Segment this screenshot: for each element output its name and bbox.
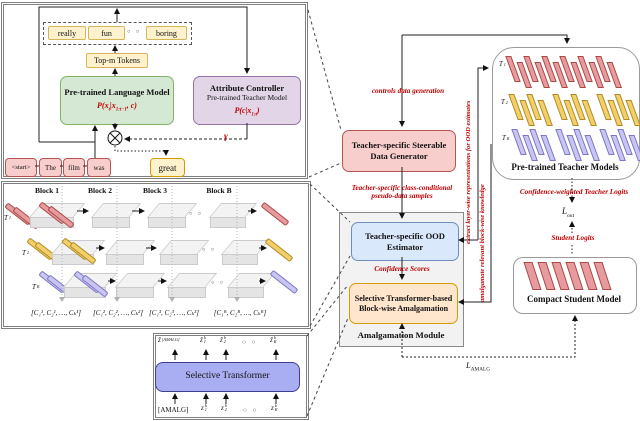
- block-label: Block 3: [143, 186, 167, 195]
- plm-formula: P(xt|x1:t−1, c): [97, 100, 137, 113]
- token-text: boring: [156, 28, 177, 38]
- ellipsis-dots: ○ ○: [189, 211, 204, 217]
- class-set-label: [C₁², C₂², …, Cₖ²]: [93, 309, 143, 317]
- amalgamation-module-label: Amalgamation Module: [357, 330, 445, 340]
- block-label: Block 2: [88, 186, 112, 195]
- teacher-block: [166, 273, 218, 299]
- amalg-output-label: ẑ[AMALG]: [158, 336, 180, 344]
- token-text: film: [68, 163, 80, 172]
- teacher-block: [226, 273, 276, 299]
- top-m-tokens-box: Top-m Tokens: [86, 53, 148, 68]
- ellipsis-dots: ○ ○: [127, 29, 142, 35]
- teacher-block: [208, 203, 258, 229]
- teacher-1-layer-stack: [505, 56, 622, 88]
- plm-title: Pre-trained Language Model: [64, 87, 170, 98]
- teacher-block: [220, 240, 270, 266]
- class-set-label: [C₁³, C₂³, …, Cₖ³]: [149, 309, 199, 317]
- l-out-label: Lout: [562, 206, 575, 219]
- input-token-chip: was: [87, 158, 111, 177]
- teacher-block: [146, 203, 198, 229]
- blockwise-amalgamation-box: Selective Transformer-based Block-wise A…: [349, 283, 458, 324]
- ellipsis-dots: ○ ○: [202, 247, 217, 253]
- l-amalg-label: LAMALG: [466, 360, 491, 373]
- ood-estimator-box: Teacher-specific OOD Estimator: [351, 222, 459, 261]
- selective-transformer-title: Selective Transformer: [185, 371, 270, 382]
- extract-representations-label: extract layer-wise representations for O…: [465, 100, 472, 244]
- teacher-block: [114, 273, 166, 299]
- ellipsis-dots: ○ ○: [211, 280, 226, 286]
- input-token-chip: film: [63, 158, 85, 177]
- token-text: really: [57, 28, 77, 38]
- attribute-controller-subtitle: Pre-trained Teacher Model: [206, 93, 288, 103]
- token-chip: boring: [146, 26, 187, 40]
- confidence-scores-label: Confidence Scores: [374, 265, 430, 273]
- ellipsis-dots: ○ ○: [242, 339, 258, 346]
- data-generator-box: Teacher-specific Steerable Data Generato…: [342, 130, 456, 172]
- student-layer-stack: [523, 262, 612, 290]
- student-logits-label: Student Logits: [551, 234, 595, 242]
- sampled-token-box: great: [150, 158, 185, 177]
- token-text: <start>: [11, 164, 31, 171]
- token-chip: fun: [88, 26, 125, 40]
- amalgamate-knowledge-label: amalgamate relevant block-wise knowledge: [479, 184, 486, 302]
- controls-data-generation-label: controls data generation: [371, 87, 445, 95]
- token-chip: really: [48, 26, 86, 40]
- selective-transformer-box: Selective Transformer: [155, 362, 300, 392]
- ood-estimator-title: Teacher-specific OOD Estimator: [365, 230, 445, 252]
- attribute-controller-box: Attribute Controller Pre-trained Teacher…: [193, 76, 301, 125]
- teacher-block: [90, 203, 142, 229]
- block-label: Block 1: [35, 186, 59, 195]
- amalg-input-label: [AMALG]: [158, 406, 189, 414]
- attribute-controller-title: Attribute Controller: [209, 82, 285, 93]
- data-generator-title: Teacher-specific Steerable Data Generato…: [351, 140, 447, 161]
- token-text: fun: [101, 28, 112, 38]
- token-text: was: [93, 163, 105, 172]
- class-set-label: [C₁ᴮ, C₂ᴮ, …, Cₖᴮ]: [213, 309, 267, 317]
- attribute-controller-formula: P(c|x1:t): [234, 105, 260, 118]
- pretrained-teacher-models-title: Pre-trained Teacher Models: [511, 162, 619, 172]
- pseudo-samples-label: Teacher-specific class-conditional pseud…: [351, 184, 453, 201]
- class-set-label: [C₁¹, C₂¹, …, Cₖ¹]: [31, 309, 81, 317]
- teacher-block: [158, 240, 210, 266]
- teacher-2-layer-stack: [508, 94, 640, 126]
- teacher-k-layer-stack: [511, 129, 640, 161]
- ellipsis-dots: ○ ○: [243, 407, 259, 414]
- compact-student-model-title: Compact Student Model: [527, 294, 621, 304]
- blockwise-amalgamation-title: Selective Transformer-based Block-wise A…: [354, 293, 453, 313]
- input-token-chip: The: [39, 158, 62, 177]
- teacher-logits-label: Confidence-weighted Teacher Logits: [519, 188, 629, 196]
- gamma-label: γ: [224, 131, 228, 141]
- input-token-chip: <start>: [5, 158, 37, 177]
- token-text: The: [45, 163, 56, 172]
- pretrained-language-model-box: Pre-trained Language Model P(xt|x1:t−1, …: [60, 76, 174, 125]
- block-label: Block B: [206, 186, 232, 195]
- teacher-block: [104, 240, 156, 266]
